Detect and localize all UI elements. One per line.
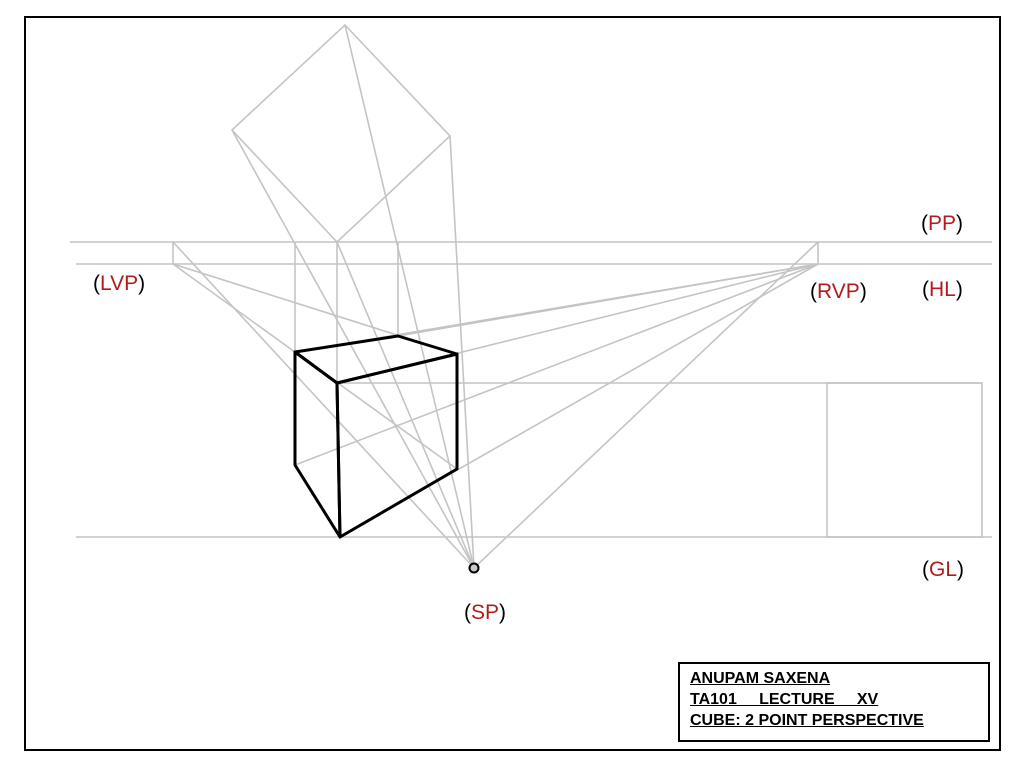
rvp-label-text: RVP [817,280,860,303]
lvp-label: (LVP) [93,272,146,295]
hl-label: (HL) [922,278,963,301]
author-name: ANUPAM SAXENA [690,670,831,687]
visual-ray [336,241,475,569]
plan-view-square [230,23,452,244]
lvp-label-text: LVP [100,272,139,295]
hl-label-text: HL [929,278,956,301]
rvp-converging-line [397,263,819,337]
sp-label: (SP) [464,601,507,624]
cube-left-face [293,350,342,539]
visual-ray [344,24,475,569]
perspective-cube [293,334,459,539]
pp-label: (PP) [921,212,964,235]
sp-to-lvp-line [172,241,475,569]
station-point-marker [468,562,480,574]
sp-label-text: SP [471,601,500,624]
gl-label: (GL) [922,558,965,581]
title-block: ANUPAM SAXENA TA101 LECTURE XV CUBE: 2 P… [678,662,990,742]
construction-lines [70,23,992,569]
sheet-border [24,16,1001,751]
gl-label-text: GL [929,558,958,581]
elevation-view-square [826,382,983,538]
sp-to-rvp-line [473,241,819,569]
cube-right-face [335,352,459,539]
visual-ray [231,129,475,569]
course-lecture: TA101 LECTURE XV [690,691,879,708]
rvp-converging-line [294,263,819,466]
drawing-topic: CUBE: 2 POINT PERSPECTIVE [690,712,924,729]
rvp-label: (RVP) [810,280,867,303]
pp-label-text: PP [928,212,957,235]
